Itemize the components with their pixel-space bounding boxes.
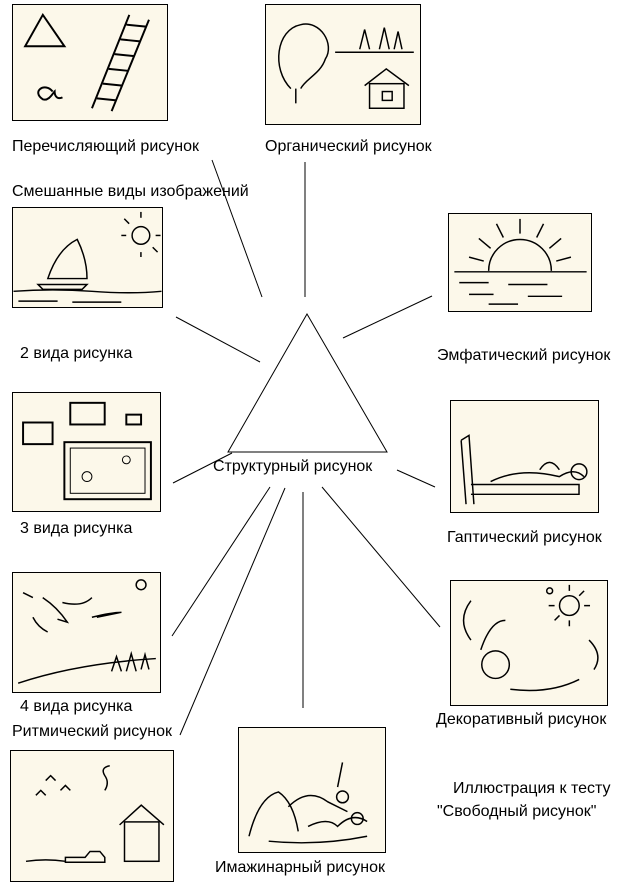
label-four-kinds: 4 вида рисунка [20, 698, 133, 715]
caption-line2: "Свободный рисунок" [437, 803, 597, 820]
label-imaginary: Имажинарный рисунок [215, 859, 385, 876]
label-haptic: Гаптический рисунок [447, 529, 602, 546]
line-decorative [321, 486, 441, 628]
label-structural: Структурный рисунок [213, 458, 373, 475]
emphatic-drawing [448, 213, 592, 312]
label-rhythmic: Ритмический рисунок [12, 723, 172, 740]
line-haptic [396, 469, 436, 488]
caption-line1: Иллюстрация к тесту [453, 780, 611, 797]
label-enumerating: Перечисляющий рисунок [12, 138, 199, 155]
line-four-kinds [171, 486, 271, 637]
organic-drawing [265, 4, 421, 125]
label-decorative: Декоративный рисунок [436, 711, 607, 728]
label-organic: Органический рисунок [265, 138, 432, 155]
structural-triangle [227, 312, 388, 453]
label-three-kinds: 3 вида рисунка [20, 520, 133, 537]
line-two-kinds [175, 316, 261, 363]
label-emphatic: Эмфатический рисунок [437, 347, 611, 364]
line-enumerating [211, 159, 263, 298]
label-two-kinds: 2 вида рисунка [20, 345, 133, 362]
haptic-drawing [450, 400, 599, 513]
line-three-kinds [172, 452, 233, 484]
line-rhythmic [179, 487, 286, 736]
line-emphatic [342, 295, 433, 339]
rhythmic-drawing [10, 750, 174, 882]
label-mixed: Смешанные виды изображений [12, 183, 249, 200]
enumerating-drawing [12, 4, 168, 121]
imaginary-drawing [238, 727, 386, 853]
two-kinds-drawing [12, 207, 163, 308]
three-kinds-drawing [12, 392, 161, 512]
decorative-drawing [450, 580, 608, 706]
four-kinds-drawing [12, 572, 161, 693]
